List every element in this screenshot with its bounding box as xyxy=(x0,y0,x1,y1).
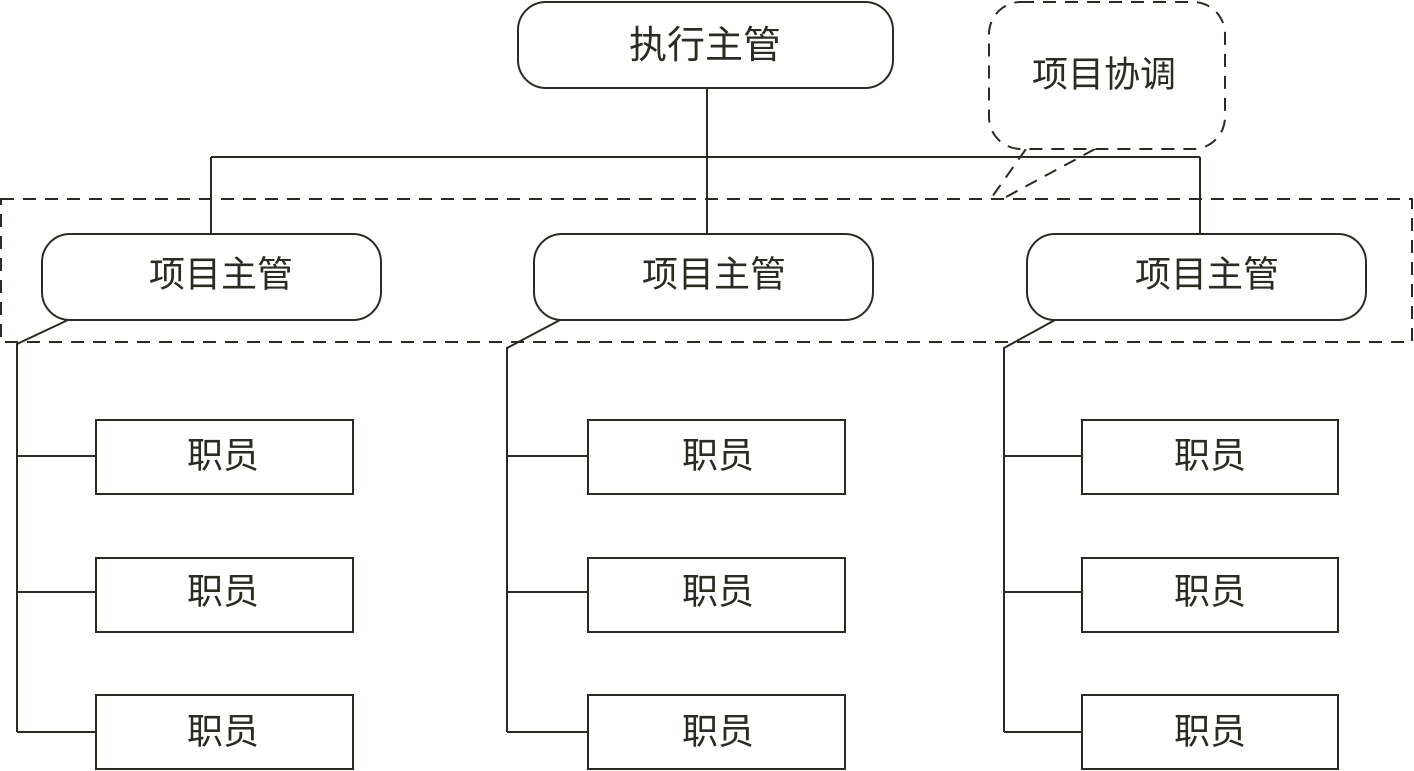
project-manager-node: 项目主管 xyxy=(1026,233,1367,321)
staff-label: 职员 xyxy=(682,436,754,477)
staff-node: 职员 xyxy=(587,694,846,770)
staff-box xyxy=(587,419,846,495)
staff-node: 职员 xyxy=(1081,419,1339,495)
branch-connectors xyxy=(506,319,588,733)
coordination-bubble xyxy=(988,1,1226,150)
project-branch: 项目主管 职员 职员 职员 xyxy=(506,233,874,770)
staff-label: 职员 xyxy=(1174,712,1246,753)
project-manager-node: 项目主管 xyxy=(41,233,382,321)
staff-label: 职员 xyxy=(682,572,754,613)
branch-connectors xyxy=(1003,319,1082,733)
project-branch: 项目主管 职员 职员 职员 xyxy=(1003,233,1367,770)
staff-node: 职员 xyxy=(587,557,846,633)
project-manager-label: 项目主管 xyxy=(642,255,786,296)
staff-node: 职员 xyxy=(1081,694,1339,770)
staff-node: 职员 xyxy=(1081,557,1339,633)
staff-node: 职员 xyxy=(587,419,846,495)
project-manager-label: 项目主管 xyxy=(149,255,293,296)
staff-label: 职员 xyxy=(187,436,259,477)
executive-node: 执行主管 xyxy=(517,1,894,89)
callout-pointer-right-edge xyxy=(1005,148,1096,198)
staff-box xyxy=(95,557,354,633)
staff-node: 职员 xyxy=(95,419,354,495)
staff-label: 职员 xyxy=(1174,436,1246,477)
staff-box xyxy=(1081,557,1339,633)
branch-connectors xyxy=(16,319,96,733)
coordination-node: 项目协调 xyxy=(988,1,1226,150)
staff-label: 职员 xyxy=(187,572,259,613)
staff-label: 职员 xyxy=(187,712,259,753)
executive-connectors xyxy=(210,88,1201,233)
staff-node: 职员 xyxy=(95,557,354,633)
branch-spine-line xyxy=(506,319,561,732)
executive-label: 执行主管 xyxy=(629,23,781,67)
staff-label: 职员 xyxy=(682,712,754,753)
branch-spine-line xyxy=(1003,319,1056,732)
staff-node: 职员 xyxy=(95,694,354,770)
staff-box xyxy=(587,694,846,770)
coordination-callout-pointer xyxy=(991,148,1096,198)
branch-spine-line xyxy=(16,319,69,732)
project-branch: 项目主管 职员 职员 职员 xyxy=(16,233,382,770)
project-manager-box xyxy=(533,233,874,321)
executive-box xyxy=(517,1,894,89)
staff-label: 职员 xyxy=(1174,572,1246,613)
project-manager-label: 项目主管 xyxy=(1135,255,1279,296)
project-manager-box xyxy=(1026,233,1367,321)
coordination-label: 项目协调 xyxy=(1032,55,1176,96)
staff-box xyxy=(587,557,846,633)
project-manager-node: 项目主管 xyxy=(533,233,874,321)
coordination-region-frame xyxy=(0,198,1413,343)
staff-box xyxy=(1081,694,1339,770)
callout-pointer-left-edge xyxy=(991,148,1027,198)
project-manager-box xyxy=(41,233,382,321)
staff-box xyxy=(1081,419,1339,495)
staff-box xyxy=(95,694,354,770)
staff-box xyxy=(95,419,354,495)
